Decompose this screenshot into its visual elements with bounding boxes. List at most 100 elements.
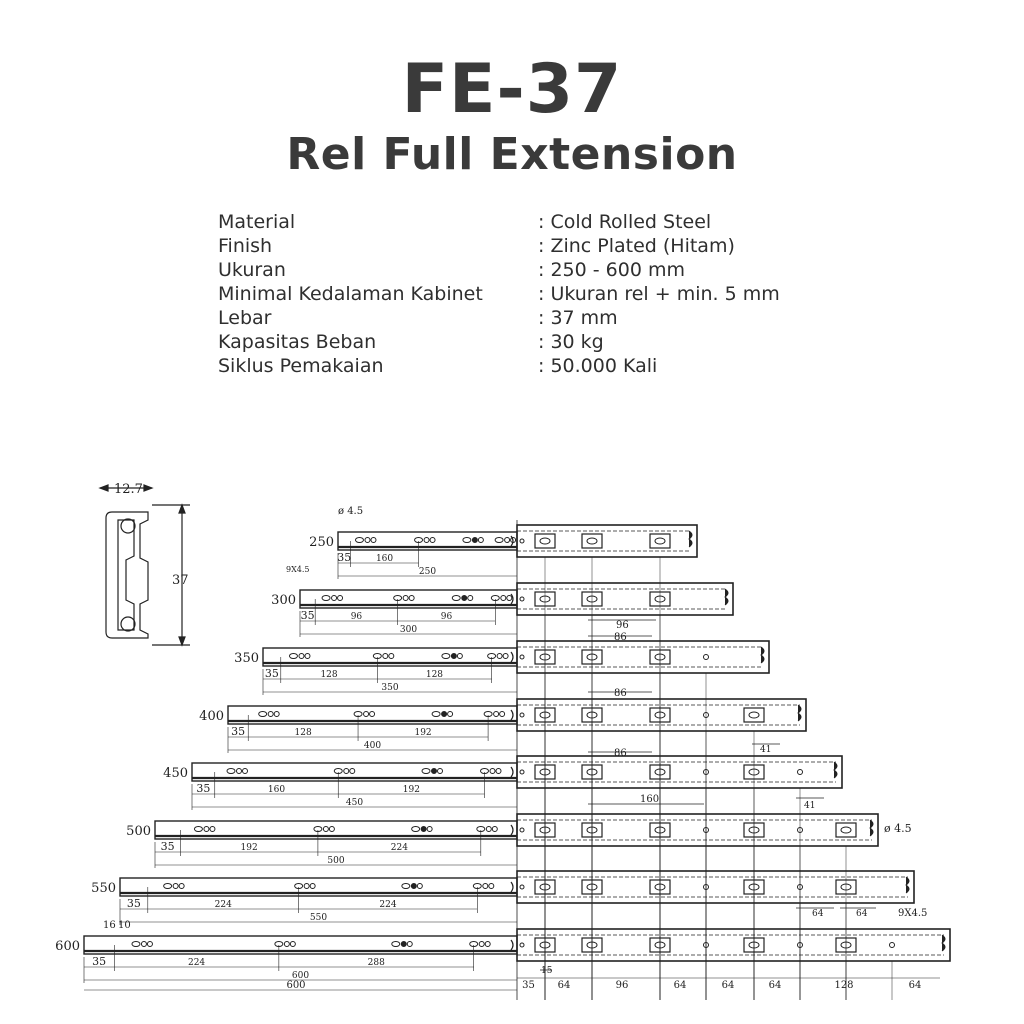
slot-hole-icon [288,653,298,659]
dim-value-label: 35 [161,840,175,853]
mount-hole-icon [304,653,311,659]
slot-hole-icon [654,653,666,661]
mount-hole-icon [382,653,389,659]
slot-hole-icon [539,653,551,661]
spec-key: Material [218,211,296,233]
mounting-bracket [835,822,857,838]
mount-hole-icon [703,654,709,660]
slot-hole-icon [401,883,411,889]
rail-end-stop [688,530,693,548]
rail-size-label: 500 [126,824,151,839]
outer-rail [516,813,879,847]
bottom-dim-label: 128 [834,980,853,991]
outer-rail [516,698,807,732]
mount-hole-icon [889,942,895,948]
mount-hole-icon [289,941,296,947]
mounting-bracket [649,649,671,665]
mount-hole-icon [343,768,350,774]
mount-hole-icon [797,827,803,833]
ball-bearing-icon [120,616,136,632]
mount-hole-icon [482,883,489,889]
mounting-bracket [534,879,556,895]
mount-hole-icon [703,827,709,833]
overall-length-label: 550 [310,913,327,923]
dim-value-label: 288 [368,958,385,968]
rail-size-label: 550 [91,881,116,896]
mount-hole-icon [203,826,210,832]
dim-86-detail: 86 [614,632,627,643]
rail-end-stop [760,646,765,664]
dim-value-label: 192 [403,785,420,795]
mount-hole-icon [489,768,496,774]
dim-value-label: 35 [265,667,279,680]
rail-stop [510,766,514,778]
rail-stop [510,709,514,721]
dim-value-label: 128 [426,670,443,680]
mounting-bracket [534,591,556,607]
mounting-bracket [649,533,671,549]
slot-hole-icon [462,537,472,543]
spec-row: Siklus Pemakaian: 50.000 Kali [218,354,858,378]
slot-hole-icon [586,768,598,776]
mounting-bracket [649,879,671,895]
slot-hole-icon [840,941,852,949]
slot-hole-icon [654,711,666,719]
mounting-bracket [743,707,765,723]
dim-value-label: 96 [351,612,363,622]
dim-value-label: 224 [379,900,396,910]
ball-bearing-icon [120,518,136,534]
slot-hole-icon [654,595,666,603]
slot-hole-icon [586,711,598,719]
slot-hole-icon [654,826,666,834]
dim-160-detail: 160 [640,794,659,805]
spec-row: Lebar: 37 mm [218,306,858,330]
dim-86-detail: 86 [614,688,627,699]
profile-inner [117,519,135,631]
bottom-dim-label: 96 [616,980,629,991]
mounting-bracket [743,937,765,953]
dim-64-detail: 64 [856,909,868,919]
rail-stop [510,939,514,951]
overall-length-label: 250 [419,567,436,577]
mount-hole-icon [429,537,436,543]
mount-hole-icon [484,941,491,947]
mount-hole-icon [410,883,417,889]
mount-hole-icon [461,595,468,601]
rail-size-label: 250 [309,535,334,550]
mount-hole-icon [496,653,503,659]
rail-end-stop [905,876,910,894]
mount-hole-icon [416,883,423,889]
slot-hole-icon [421,768,431,774]
dim-value-label: 35 [231,725,245,738]
mount-hole-icon [519,654,525,660]
bottom-dim-label: 64 [909,980,922,991]
dim-15-detail: 15 [541,966,553,976]
slot-hole-icon [586,595,598,603]
mounting-bracket [581,879,603,895]
slot-hole-icon [539,826,551,834]
mounting-bracket [534,937,556,953]
dim-value-label: 224 [391,843,408,853]
product-subtitle: Rel Full Extension [286,129,738,180]
mount-hole-icon [519,942,525,948]
spec-row: Minimal Kedalaman Kabinet: Ukuran rel + … [218,282,858,306]
mount-hole-icon [337,595,344,601]
mount-hole-icon [423,537,430,543]
slot-hole-icon [539,941,551,949]
mounting-bracket [743,879,765,895]
dim-value-label: 35 [92,955,106,968]
mount-hole-icon [178,883,185,889]
mount-hole-icon [370,537,377,543]
rail-size-label: 600 [55,939,80,954]
arrow-icon [98,484,109,492]
spec-value: : Cold Rolled Steel [538,211,712,233]
mount-hole-icon [363,711,370,717]
rail-end-stop [869,819,874,837]
mount-hole-icon [441,711,448,717]
mounting-bracket [581,822,603,838]
model-title: FE-37 [401,50,623,129]
